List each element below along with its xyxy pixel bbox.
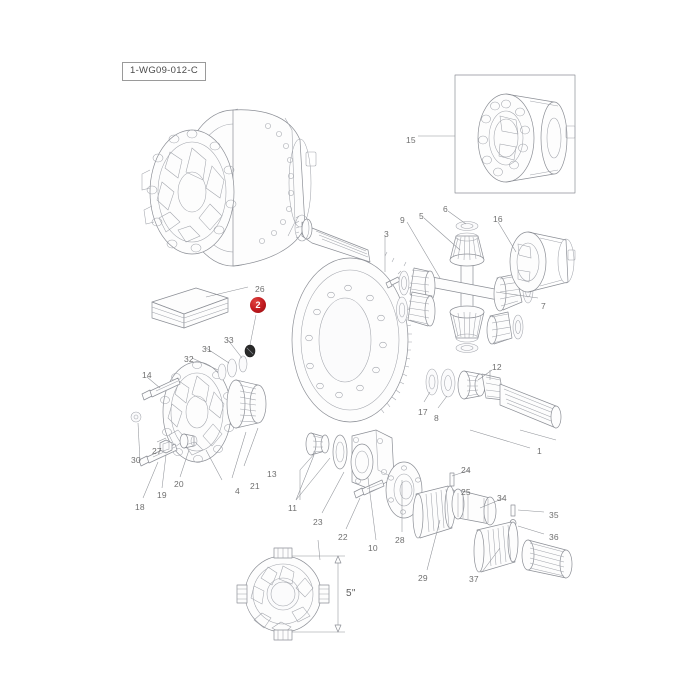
side-gear-left [398, 267, 436, 302]
dimension-label-5in: 5" [346, 588, 356, 599]
front-view-with-dimension [236, 547, 345, 641]
construction-lines [299, 429, 557, 561]
callout-4[interactable]: 4 [235, 486, 240, 496]
spider-cross-pinion-group [396, 210, 576, 353]
callout-35[interactable]: 35 [549, 510, 559, 520]
callout-8[interactable]: 8 [434, 413, 439, 423]
callout-12[interactable]: 12 [492, 362, 502, 372]
callout-21[interactable]: 21 [250, 481, 260, 491]
callout-17[interactable]: 17 [418, 407, 428, 417]
callout-32[interactable]: 32 [184, 354, 194, 364]
highlighted-small-part [244, 314, 257, 358]
callout-1[interactable]: 1 [537, 446, 542, 456]
callout-24[interactable]: 24 [461, 465, 471, 475]
roller-bearing-group [451, 488, 573, 579]
callout-7[interactable]: 7 [541, 301, 546, 311]
side-gear-lower-left [396, 291, 436, 327]
callout-27[interactable]: 27 [152, 446, 162, 456]
callout-33[interactable]: 33 [224, 335, 234, 345]
ring-gear-main [291, 236, 412, 423]
callout-3[interactable]: 3 [384, 229, 389, 239]
callout-20[interactable]: 20 [174, 479, 184, 489]
callout-25[interactable]: 25 [461, 487, 471, 497]
callout-22[interactable]: 22 [338, 532, 348, 542]
callout-10[interactable]: 10 [368, 543, 378, 553]
callout-26[interactable]: 26 [255, 284, 265, 294]
drawing-code-label: 1-WG09-012-C [122, 62, 207, 81]
callout-9[interactable]: 9 [400, 215, 405, 225]
callout-37[interactable]: 37 [469, 574, 479, 584]
shim-pack-part-26 [151, 286, 249, 329]
toothed-collar [305, 432, 330, 456]
callout-30[interactable]: 30 [131, 455, 141, 465]
main-differential-housing [141, 108, 371, 267]
inset-box-part-15 [418, 74, 576, 194]
bearing-stack [226, 379, 267, 429]
callout-15[interactable]: 15 [406, 135, 416, 145]
case-half-right [509, 231, 576, 293]
callout-34[interactable]: 34 [497, 493, 507, 503]
bearing-cage-housing [295, 429, 471, 571]
bolt-hardware-group [130, 376, 198, 499]
callout-36[interactable]: 36 [549, 532, 559, 542]
callout-31[interactable]: 31 [202, 344, 212, 354]
callout-13[interactable]: 13 [267, 469, 277, 479]
callout-28[interactable]: 28 [395, 535, 405, 545]
bevel-pinion-top [449, 221, 485, 267]
side-gear-lower-right [486, 311, 524, 345]
callout-16[interactable]: 16 [493, 214, 503, 224]
output-shaft-assembly [423, 368, 562, 429]
callout-11[interactable]: 11 [288, 503, 298, 513]
callout-5[interactable]: 5 [419, 211, 424, 221]
callout-19[interactable]: 19 [157, 490, 167, 500]
highlighted-part-badge-2[interactable]: 2 [250, 297, 266, 313]
lower-carrier-assembly [160, 339, 267, 481]
callout-29[interactable]: 29 [418, 573, 428, 583]
callout-23[interactable]: 23 [313, 517, 323, 527]
callout-14[interactable]: 14 [142, 370, 152, 380]
callout-18[interactable]: 18 [135, 502, 145, 512]
bevel-pinion-bottom [449, 305, 485, 353]
callout-6[interactable]: 6 [443, 204, 448, 214]
